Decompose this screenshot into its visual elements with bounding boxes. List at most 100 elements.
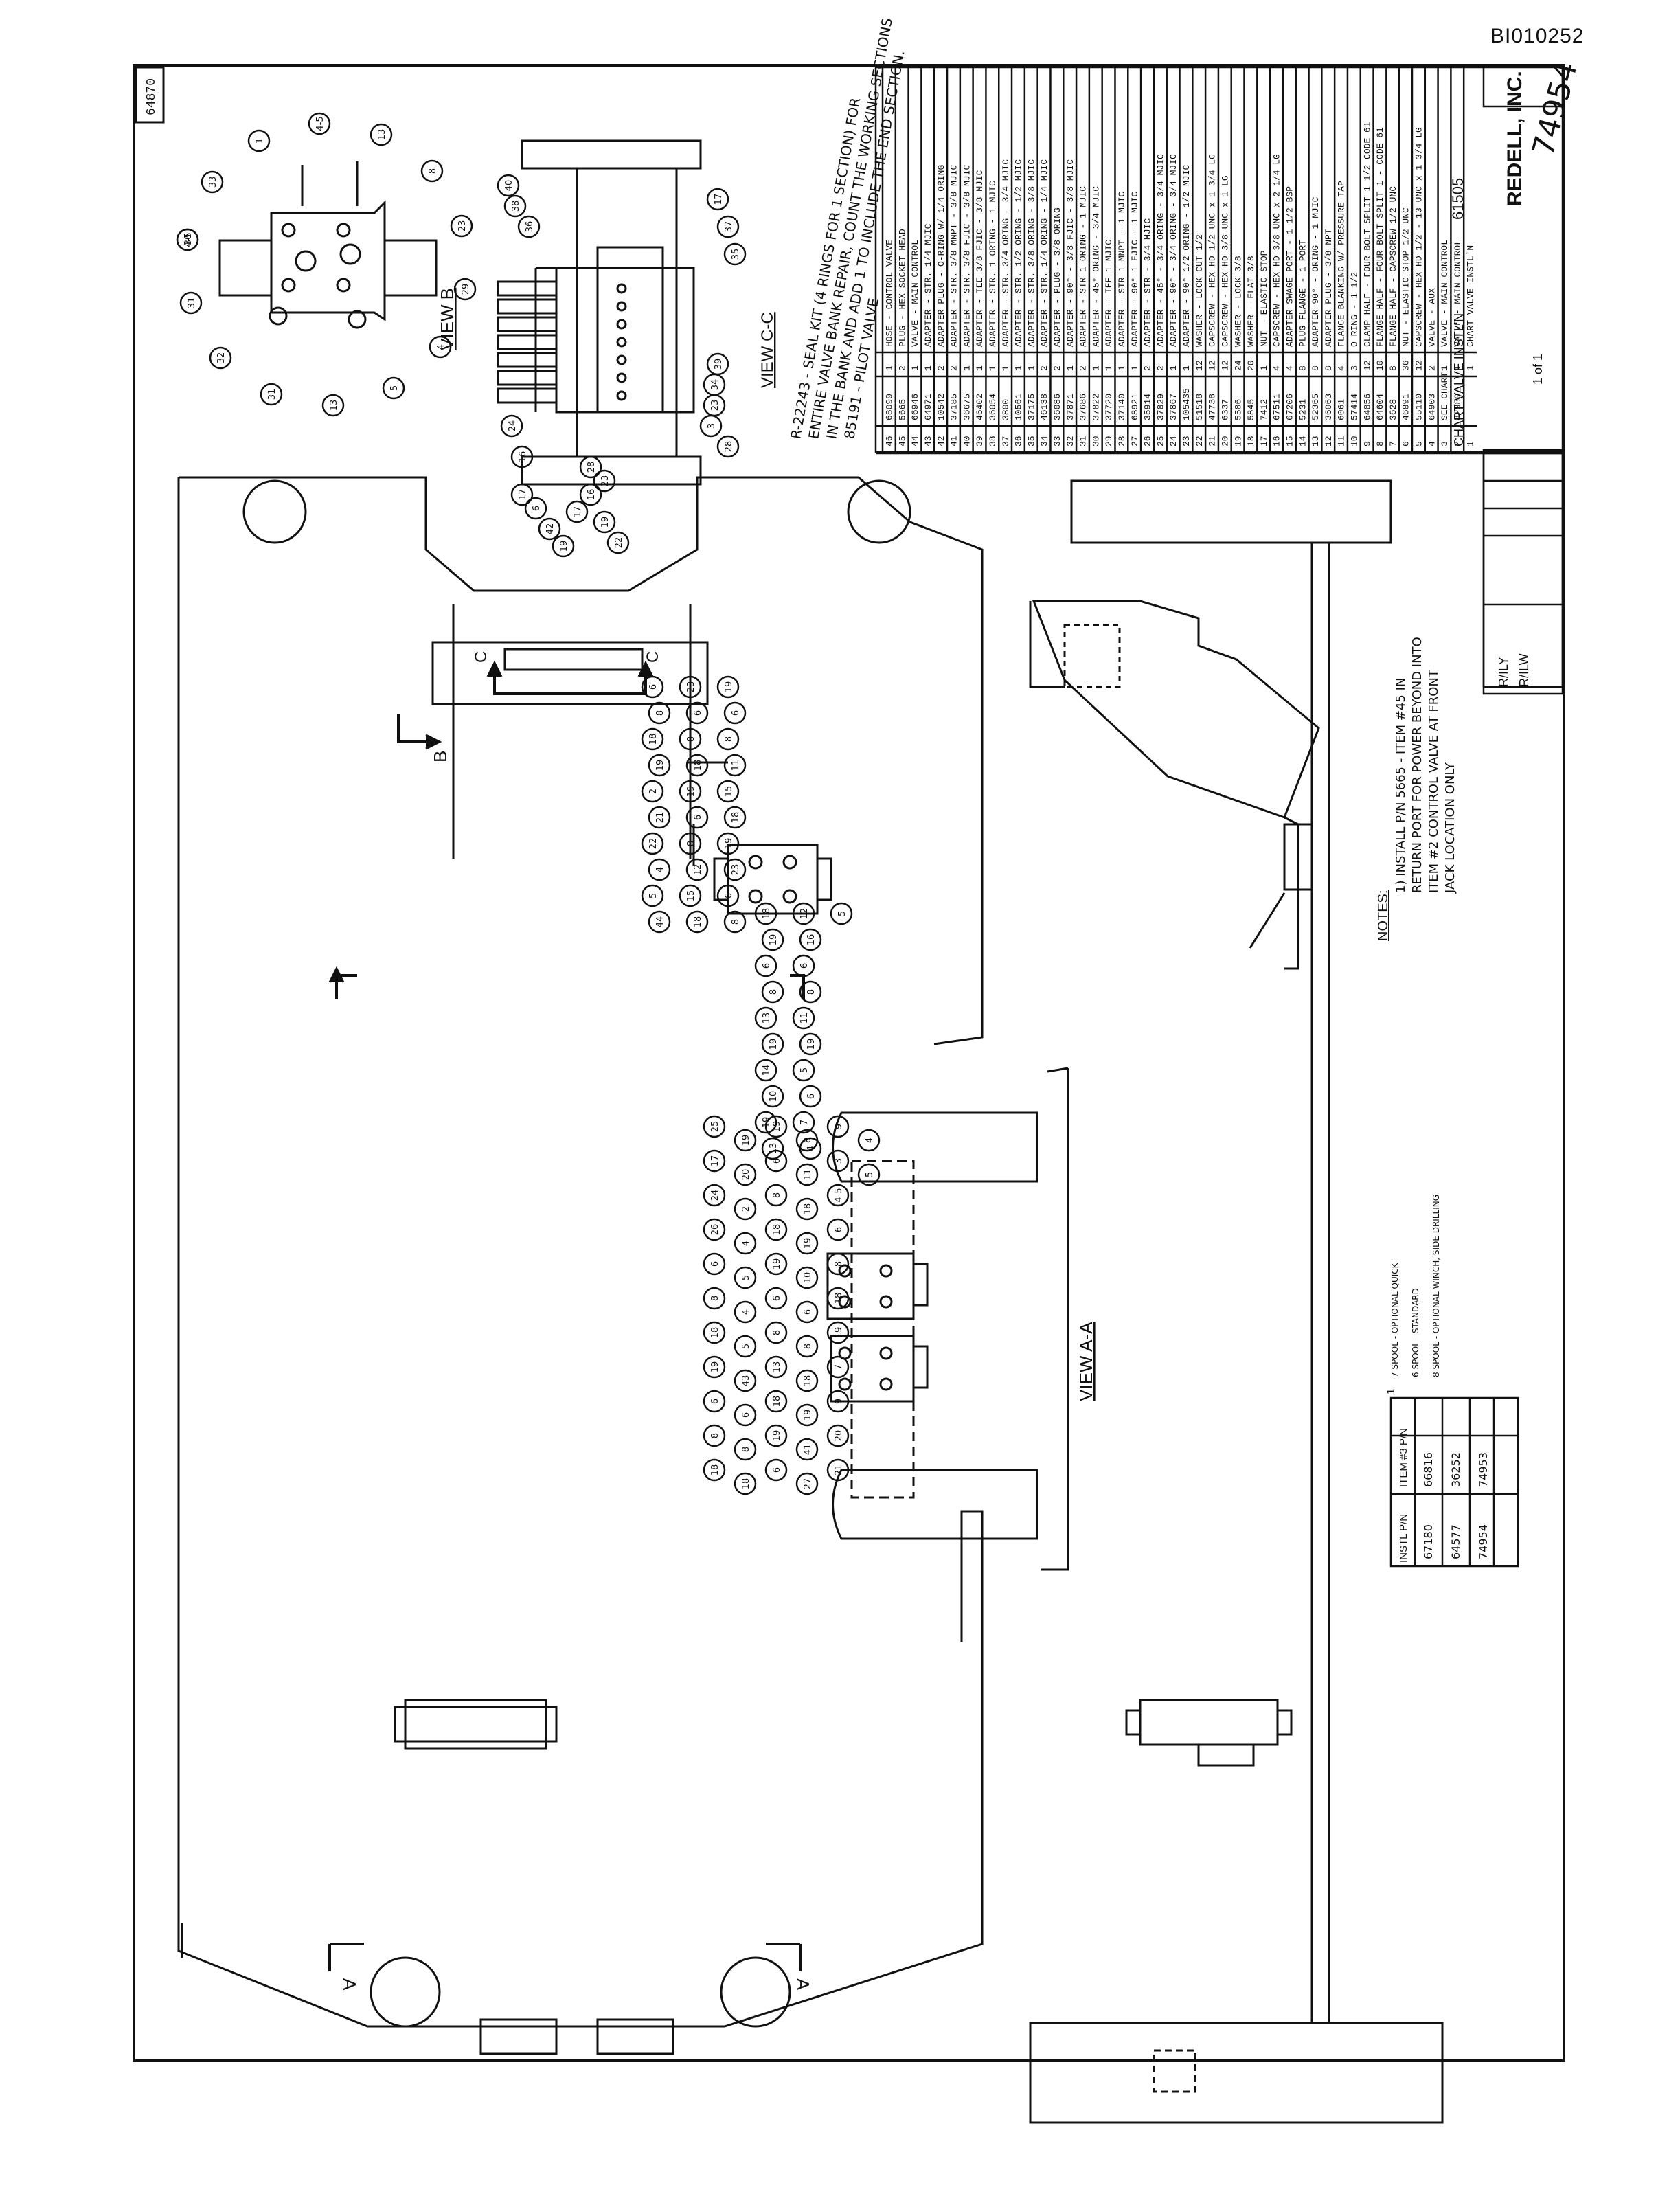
svg-text:18: 18	[710, 1464, 720, 1476]
parts-cell: WASHER - LOCK CUT 1/2	[1194, 234, 1205, 347]
svg-text:17: 17	[710, 1155, 720, 1167]
mid-valve-balloon: 6	[799, 1085, 822, 1108]
svg-text:19: 19	[803, 1410, 813, 1421]
view-cc-balloon: 23	[593, 469, 616, 493]
parts-cell: 12	[1207, 360, 1218, 371]
mid-valve-balloon: 8	[799, 980, 822, 1004]
view-b-balloon: 4-5	[308, 112, 331, 135]
parts-cell: ADAPTER PLUG - O-RING W/ 1/4 ORING	[936, 165, 946, 347]
svg-text:18: 18	[803, 1375, 813, 1387]
parts-cell: FLANGE HALF - FOUR BOLT SPLIT 1 - CODE 6…	[1375, 127, 1385, 347]
parts-cell: 39	[975, 436, 985, 446]
spool-port	[616, 354, 627, 365]
parts-cell: 105435	[1181, 388, 1192, 420]
mid-valve-balloon: 6	[723, 701, 747, 725]
chart-header-instl: INSTL P/N	[1398, 1514, 1409, 1563]
mid-valve-balloon: 5	[641, 884, 664, 907]
jack-bracket-detail	[1029, 600, 1320, 970]
view-aa-balloon: 6	[734, 1403, 757, 1427]
parts-cell: 37871	[1065, 394, 1076, 420]
parts-cell: 35914	[1143, 394, 1153, 420]
mid-valve-balloon: 7	[792, 1111, 815, 1134]
svg-text:9: 9	[834, 1124, 844, 1129]
view-aa-balloon: 9	[826, 1115, 850, 1138]
mid-valve-balloon: 13	[754, 1006, 777, 1030]
mid-valve-balloon: 6	[792, 954, 815, 977]
mid-valve-balloon: 19	[761, 1032, 784, 1056]
view-aa-balloon: 18	[764, 1218, 788, 1241]
view-aa-balloon: 19	[734, 1129, 757, 1152]
view-b-balloon: 5	[382, 376, 405, 400]
parts-cell: 40	[962, 436, 972, 446]
view-b-balloon: 33	[201, 170, 224, 194]
parts-cell: 37185	[949, 394, 960, 420]
spool-port	[616, 301, 627, 312]
mid-valve-balloon: 2	[641, 780, 664, 803]
svg-text:6: 6	[693, 815, 703, 820]
parts-cell: 52365	[1310, 394, 1321, 420]
parts-cell: 1	[910, 365, 920, 371]
svg-text:19: 19	[724, 681, 734, 693]
view-b-balloon: 31	[260, 383, 283, 406]
parts-cell: 36086	[1052, 394, 1063, 420]
mid-valve-balloon: 19	[799, 1032, 822, 1056]
view-aa-balloon: 6	[703, 1390, 726, 1413]
svg-text:6: 6	[834, 1227, 844, 1232]
svg-text:8: 8	[710, 1433, 720, 1438]
parts-cell: 64971	[923, 394, 933, 420]
mid-valve-balloon: 18	[685, 754, 709, 777]
view-aa-balloon: 8	[826, 1252, 850, 1276]
svg-text:8: 8	[428, 168, 438, 174]
svg-text:4-5: 4-5	[834, 1188, 844, 1202]
rev-letter-2: R/ILW	[1517, 653, 1531, 687]
parts-cell: 34	[1039, 436, 1049, 446]
svg-text:6: 6	[772, 1296, 782, 1301]
parts-cell: ADAPTER - STR. 1 ORING - 1 MJIC	[988, 181, 998, 347]
svg-text:10: 10	[803, 1272, 813, 1284]
parts-cell: 12	[1324, 436, 1334, 446]
parts-cell: WASHER - FLAT 3/8	[1246, 256, 1256, 347]
parts-cell: ADAPTER - TEE 3/8 FJIC - 3/8 MJIC	[975, 170, 985, 347]
parts-cell: 64903	[1427, 394, 1437, 420]
parts-cell: 18	[1246, 436, 1256, 446]
view-aa-balloon: 8	[703, 1424, 726, 1447]
view-aa-balloon: 9	[826, 1390, 850, 1413]
parts-cell: 2	[1039, 365, 1049, 371]
parts-cell: 1	[1259, 365, 1269, 371]
note-line: ITEM #2 CONTROL VALVE AT FRONT	[1427, 669, 1441, 893]
parts-cell: 1	[1065, 365, 1076, 371]
svg-text:27: 27	[803, 1478, 813, 1490]
parts-cell: 36675	[962, 394, 972, 420]
svg-text:19: 19	[741, 1135, 751, 1146]
parts-cell: VALVE - MAIN CONTROL	[910, 240, 920, 347]
svg-text:6: 6	[741, 1412, 751, 1418]
svg-text:8: 8	[806, 989, 817, 995]
parts-cell: 9	[1362, 441, 1372, 446]
parts-cell: 24	[1168, 436, 1179, 446]
parts-cell: 1	[1453, 365, 1463, 371]
svg-text:8: 8	[724, 736, 734, 742]
chart-cell: 64577	[1449, 1524, 1462, 1559]
view-aa-balloon: 4	[857, 1129, 881, 1152]
parts-cell: ADAPTER - 45° ORING - 3/4 MJIC	[1091, 186, 1101, 347]
drawing-title: CHART VALVE INSTL'N	[1452, 313, 1466, 446]
parts-cell: 8	[1310, 365, 1321, 371]
parts-cell: 20	[1246, 360, 1256, 371]
svg-text:23: 23	[710, 400, 720, 411]
svg-text:18: 18	[741, 1478, 751, 1490]
mid-valve-balloon: 14	[754, 1059, 777, 1082]
parts-cell: 1	[988, 365, 998, 371]
parts-cell: 2	[949, 365, 960, 371]
view-cc-balloon: 19	[552, 534, 575, 558]
parts-cell: 23	[1181, 436, 1192, 446]
svg-text:18: 18	[710, 1327, 720, 1339]
parts-cell: ADAPTER - 90° - 3/4 ORING - 3/4 MJIC	[1168, 154, 1179, 347]
spool-port	[616, 337, 627, 348]
mid-valve-balloon: 6	[754, 954, 777, 977]
parts-cell: VALVE - AUX	[1427, 288, 1437, 347]
view-aa-balloon: 19	[764, 1115, 788, 1138]
parts-cell: SEE CHART	[1440, 372, 1450, 420]
view-cc-balloon: 36	[517, 215, 541, 238]
svg-text:40: 40	[504, 180, 514, 192]
